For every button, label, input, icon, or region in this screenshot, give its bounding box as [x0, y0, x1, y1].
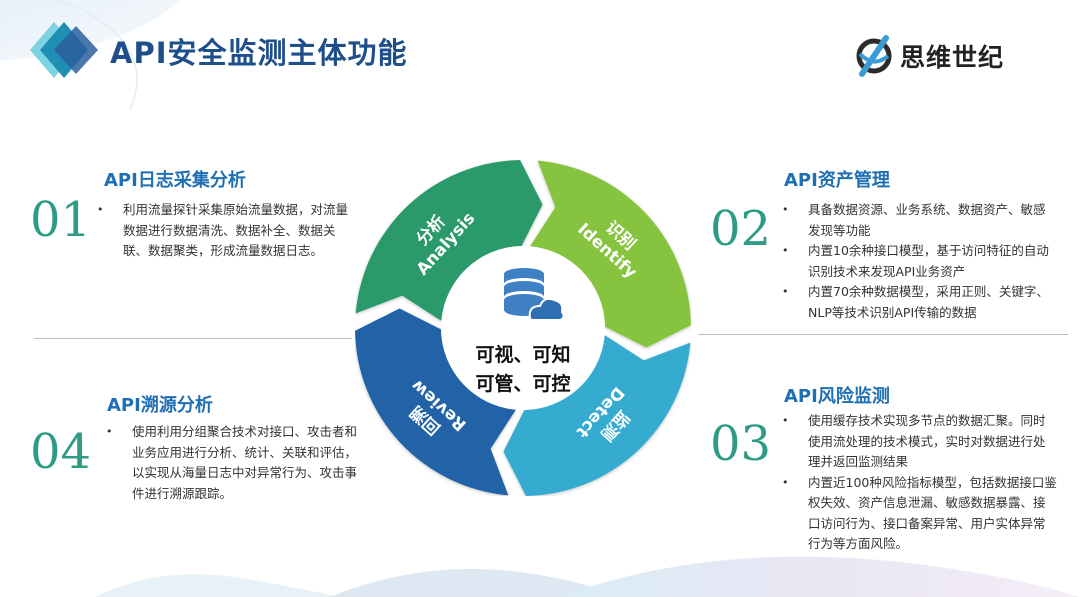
- page-title: API安全监测主体功能: [110, 36, 408, 70]
- segment-detect: [503, 335, 691, 496]
- company-logo: 思维世纪: [854, 34, 1004, 78]
- section-02-list: 具备数据资源、业务系统、数据资产、敏感发现等功能 内置10余种接口模型，基于访问…: [782, 200, 1057, 323]
- section-04-item: 使用利用分组聚合技术对接口、攻击者和业务应用进行分析、统计、关联和评估，以实现从…: [106, 422, 358, 504]
- section-01-number: 01: [30, 192, 92, 248]
- center-line: 可管、可控: [475, 373, 571, 395]
- section-04-title: API溯源分析: [107, 395, 213, 416]
- right-divider: [698, 334, 1068, 335]
- section-02-item: 内置70余种数据模型，采用正则、关键字、NLP等技术识别API传输的数据: [782, 282, 1057, 323]
- section-03-title: API风险监测: [784, 386, 890, 407]
- section-04-list: 使用利用分组聚合技术对接口、攻击者和业务应用进行分析、统计、关联和评估，以实现从…: [106, 422, 358, 504]
- cycle-center-text: 可视、可知 可管、可控: [463, 341, 583, 399]
- segment-identify: [530, 160, 691, 348]
- section-03-item: 使用缓存技术实现多节点的数据汇聚。同时使用流处理的技术模式，实时对数据进行处理并…: [782, 411, 1057, 473]
- section-02-item: 内置10余种接口模型，基于访问特征的自动识别技术来发现API业务资产: [782, 241, 1057, 282]
- section-04-number: 04: [30, 424, 92, 480]
- logo-mark-icon: [856, 35, 892, 77]
- section-03-list: 使用缓存技术实现多节点的数据汇聚。同时使用流处理的技术模式，实时对数据进行处理并…: [782, 411, 1057, 555]
- logo-text: 思维世纪: [900, 43, 1005, 72]
- section-02-number: 02: [710, 201, 772, 257]
- database-cloud-icon: [504, 268, 565, 321]
- segment-review: [355, 308, 516, 496]
- section-02-item: 具备数据资源、业务系统、数据资产、敏感发现等功能: [782, 200, 1057, 241]
- section-02-title: API资产管理: [784, 170, 890, 191]
- title-diamond-icon: [30, 22, 98, 78]
- left-divider: [34, 338, 352, 339]
- center-line: 可视、可知: [475, 344, 571, 366]
- section-01-item: 利用流量探针采集原始流量数据，对流量数据进行数据清洗、数据补全、数据关联、数据聚…: [97, 200, 359, 262]
- section-03-item: 内置近100种风险指标模型，包括数据接口鉴权失效、资产信息泄漏、敏感数据暴露、接…: [782, 473, 1057, 555]
- section-03-number: 03: [710, 416, 772, 472]
- section-01-list: 利用流量探针采集原始流量数据，对流量数据进行数据清洗、数据补全、数据关联、数据聚…: [97, 200, 359, 262]
- segment-analysis: [355, 160, 543, 321]
- section-01-title: API日志采集分析: [104, 170, 246, 191]
